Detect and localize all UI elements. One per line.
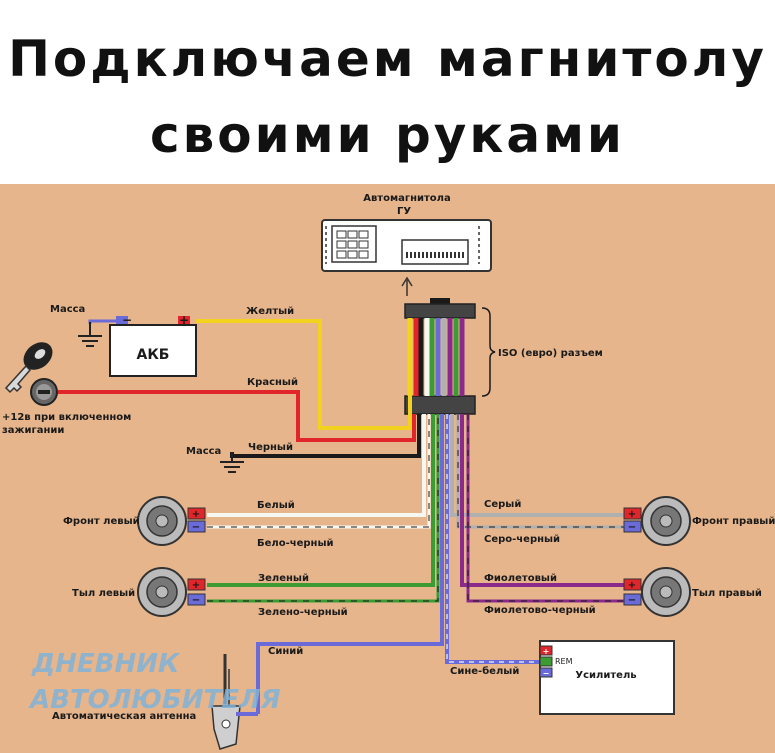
amplifier-plus: + bbox=[543, 647, 550, 656]
wire-label-gray: Серый bbox=[484, 499, 521, 510]
iso-connector-bottom-plug bbox=[404, 395, 476, 415]
speaker-rear-right: + − bbox=[623, 567, 691, 617]
wire-label-green: Зеленый bbox=[258, 573, 309, 584]
watermark-line-1: ДНЕВНИК bbox=[31, 649, 181, 679]
battery-body bbox=[109, 324, 197, 377]
battery-label: АКБ bbox=[137, 347, 170, 363]
ground-label-battery: Масса bbox=[50, 304, 85, 315]
wire-label-white: Белый bbox=[257, 500, 295, 511]
speaker-front-right-label: Фронт правый bbox=[692, 516, 775, 527]
ground-symbol-black bbox=[220, 452, 244, 473]
amplifier-rem: REM bbox=[555, 657, 573, 666]
wire-label-black: Черный bbox=[248, 442, 293, 453]
speaker-rear-left: + − bbox=[137, 567, 206, 617]
wiring-diagram: Автомагнитола ГУ ISO (евр bbox=[0, 184, 775, 753]
amplifier: + − REM Усилитель bbox=[539, 640, 675, 715]
speaker-fl-minus: − bbox=[192, 522, 200, 533]
wire-violet bbox=[460, 414, 624, 587]
amplifier-label: Усилитель bbox=[575, 670, 636, 681]
wire-label-violet-black: Фиолетово-черный bbox=[484, 605, 596, 616]
speaker-rl-plus: + bbox=[192, 580, 200, 591]
iso-connector-top-plug bbox=[404, 303, 476, 319]
speaker-fr-plus: + bbox=[628, 509, 636, 520]
iso-connector: ISO (евро) разъем bbox=[404, 298, 603, 415]
wire-label-violet: Фиолетовый bbox=[484, 573, 557, 584]
wire-bundle bbox=[407, 318, 465, 396]
wire-label-blue: Синий bbox=[268, 646, 303, 657]
wire-label-white-black: Бело-черный bbox=[257, 538, 334, 549]
wire-green bbox=[207, 414, 435, 587]
speaker-rl-minus: − bbox=[192, 595, 200, 606]
battery: − + АКБ bbox=[109, 313, 197, 377]
wire-label-red: Красный bbox=[247, 377, 298, 388]
speaker-fl-plus: + bbox=[192, 509, 200, 520]
ground-label-black: Масса bbox=[186, 446, 221, 457]
ignition-lock-icon bbox=[30, 378, 58, 406]
watermark-line-2: АВТОЛЮБИТЕЛЯ bbox=[28, 685, 281, 715]
wire-label-blue-white: Сине-белый bbox=[450, 665, 519, 677]
wire-label-gray-black: Серо-черный bbox=[484, 534, 560, 545]
ignition-label-line-1: +12в при включенном bbox=[2, 412, 131, 423]
wire-yellow bbox=[196, 318, 412, 430]
antenna-icon bbox=[211, 654, 258, 750]
speaker-front-left: + − bbox=[137, 496, 206, 546]
speaker-fr-minus: − bbox=[628, 522, 636, 533]
speaker-front-left-label: Фронт левый bbox=[63, 516, 140, 527]
battery-plus: + bbox=[179, 313, 189, 327]
iso-brace bbox=[481, 307, 496, 397]
amplifier-minus: − bbox=[543, 669, 550, 678]
wire-gray bbox=[450, 414, 624, 517]
head-unit-connector-small bbox=[331, 225, 377, 263]
wire-red bbox=[58, 390, 416, 442]
speaker-front-right: + − bbox=[623, 496, 691, 546]
speaker-rr-plus: + bbox=[628, 580, 636, 591]
head-unit-iso-socket bbox=[401, 239, 469, 265]
speaker-rr-minus: − bbox=[628, 595, 636, 606]
wire-label-green-black: Зелено-черный bbox=[258, 607, 348, 618]
wire-blue bbox=[256, 414, 444, 714]
wire-label-yellow: Желтый bbox=[246, 306, 294, 317]
speaker-rear-left-label: Тыл левый bbox=[72, 588, 135, 599]
speaker-rear-right-label: Тыл правый bbox=[692, 588, 762, 599]
page-title-line-1: Подключаем магнитолу bbox=[8, 30, 767, 88]
ignition-label-line-2: зажигании bbox=[2, 425, 64, 436]
head-unit-label: Автомагнитола bbox=[363, 193, 451, 204]
ignition-key-icon bbox=[4, 342, 53, 394]
iso-connector-label: ISO (евро) разъем bbox=[498, 348, 603, 359]
battery-minus: − bbox=[122, 313, 132, 327]
page-title-line-2: своими руками bbox=[150, 106, 625, 164]
head-unit-abbr: ГУ bbox=[397, 206, 411, 217]
head-unit: Автомагнитола ГУ bbox=[321, 193, 492, 296]
antenna-label: Автоматическая антенна bbox=[52, 711, 196, 722]
wire-white bbox=[207, 414, 426, 517]
ground-symbol-battery bbox=[78, 322, 102, 347]
